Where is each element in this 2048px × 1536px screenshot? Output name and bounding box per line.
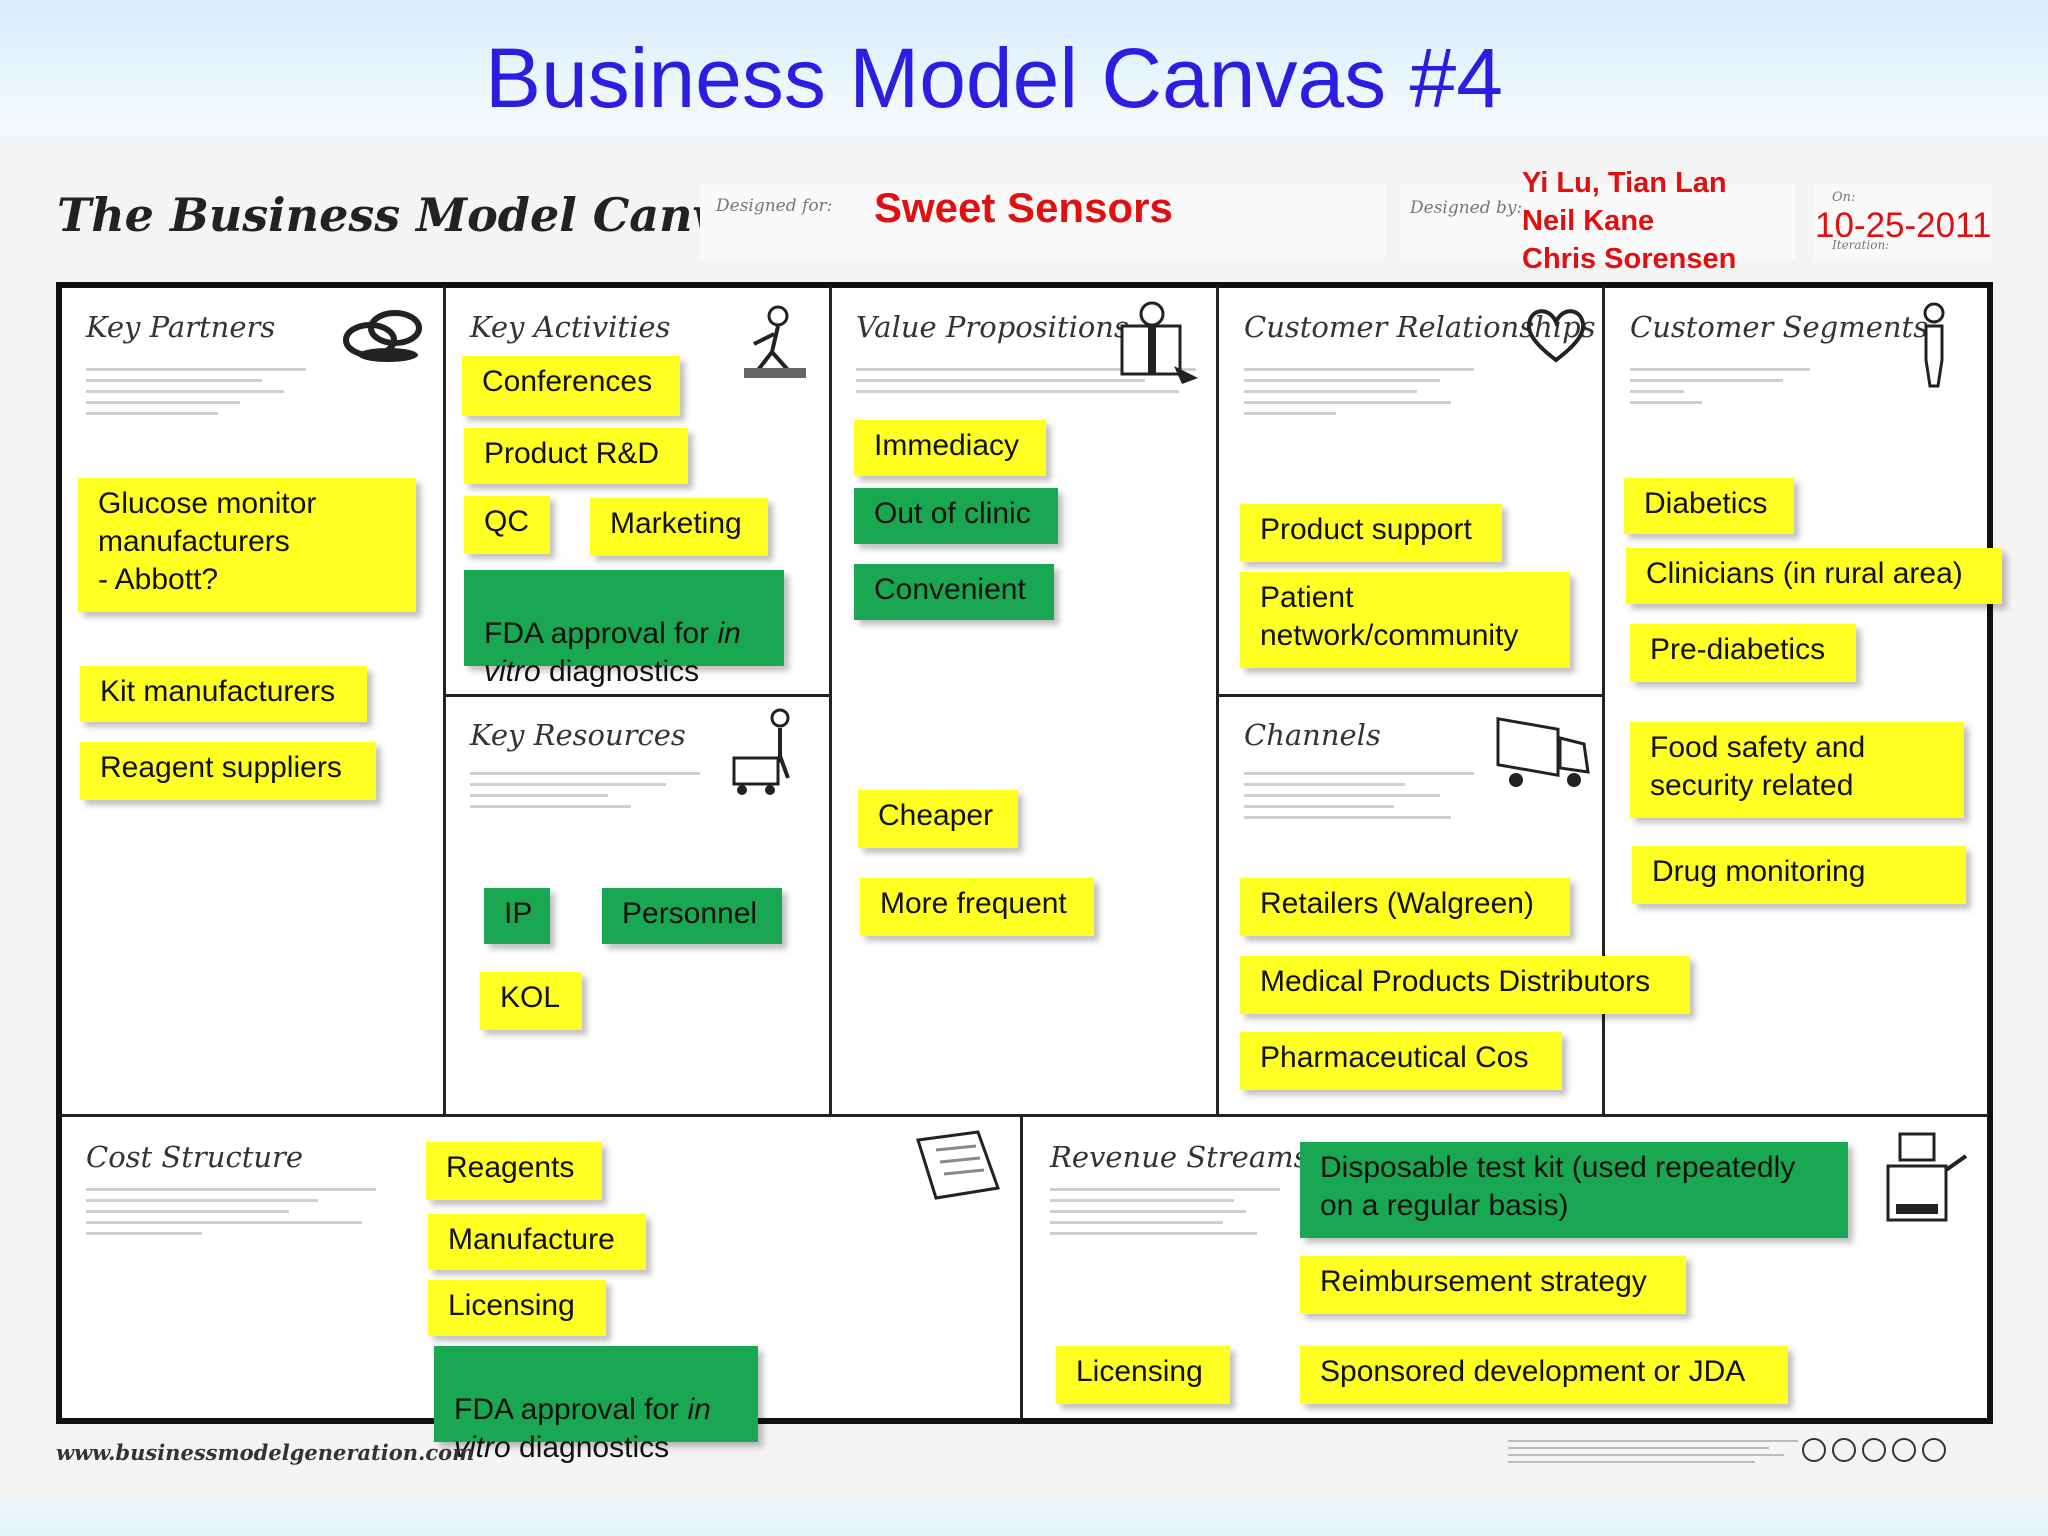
designed-by-value: Yi Lu, Tian Lan Neil Kane Chris Sorensen — [1522, 167, 1737, 275]
hint-lines — [1244, 368, 1474, 423]
note-conferences: Conferences — [462, 356, 680, 416]
footer-url: www.businessmodelgeneration.com — [56, 1440, 475, 1465]
key-activities-title: Key Activities — [470, 310, 671, 344]
worker-icon — [744, 305, 806, 378]
hint-lines — [1630, 368, 1810, 412]
hint-lines — [1244, 772, 1474, 827]
divider — [829, 286, 832, 1116]
divider — [60, 1114, 1989, 1117]
note-retailers: Retailers (Walgreen) — [1240, 878, 1570, 936]
note-reimbursement-strategy: Reimbursement strategy — [1300, 1256, 1686, 1314]
note-immediacy: Immediacy — [854, 420, 1046, 476]
revenue-streams-title: Revenue Streams — [1050, 1140, 1309, 1174]
note-fda-approval-cost: FDA approval for in vitro diagnostics — [434, 1346, 758, 1464]
note-more-frequent: More frequent — [860, 878, 1094, 936]
note-out-of-clinic: Out of clinic — [854, 488, 1058, 544]
designed-for-label: Designed for: — [716, 196, 833, 216]
note-kit-manufacturers: Kit manufacturers — [80, 666, 367, 722]
gift-icon — [1120, 301, 1198, 384]
note-glucose-monitor-manufacturers: Glucose monitor manufacturers - Abbott? — [78, 478, 416, 612]
cc-icon — [1802, 1438, 1826, 1462]
cost-structure-title: Cost Structure — [86, 1140, 304, 1174]
customer-relationships-title: Customer Relationships — [1244, 310, 1596, 344]
fda-italic-2: vitro — [454, 1431, 511, 1464]
fda-italic-2: vitro — [484, 655, 541, 688]
value-propositions-title: Value Propositions — [856, 310, 1129, 344]
note-drug-monitoring: Drug monitoring — [1632, 846, 1966, 904]
canvas-heading: The Business Model Canvas — [57, 188, 775, 242]
fda-italic: in — [687, 1393, 711, 1426]
fda-italic: in — [717, 617, 741, 650]
delivery-truck-icon — [1496, 716, 1590, 787]
note-reagent-suppliers: Reagent suppliers — [80, 742, 376, 800]
fda-prefix: FDA approval for — [454, 1393, 688, 1426]
note-ip: IP — [484, 888, 550, 944]
hint-lines — [856, 368, 1196, 401]
channels-title: Channels — [1244, 718, 1381, 752]
key-resources-title: Key Resources — [470, 718, 686, 752]
divider — [443, 286, 446, 1116]
forklift-icon — [732, 708, 790, 795]
designed-for-value: Sweet Sensors — [874, 184, 1173, 231]
note-licensing-revenue: Licensing — [1056, 1346, 1230, 1404]
person-icon — [1923, 302, 1945, 388]
cc-nc-icon — [1862, 1438, 1886, 1462]
note-kol: KOL — [480, 972, 582, 1030]
designed-by-box — [1400, 184, 1795, 260]
on-label: On: — [1832, 190, 1856, 205]
divider — [443, 694, 831, 697]
note-convenient: Convenient — [854, 564, 1054, 620]
key-partners-title: Key Partners — [86, 310, 276, 344]
iteration-label: Iteration: — [1832, 238, 1890, 252]
divider — [1602, 286, 1605, 1116]
creative-commons-icons — [1802, 1438, 1952, 1467]
note-medical-products-distributors: Medical Products Distributors — [1240, 956, 1690, 1014]
customer-segments-title: Customer Segments — [1630, 310, 1929, 344]
cc-by-icon — [1832, 1438, 1856, 1462]
note-reagents: Reagents — [426, 1142, 602, 1200]
note-clinicians: Clinicians (in rural area) — [1626, 548, 2002, 604]
date-value: 10-25-2011 — [1815, 206, 1992, 245]
note-product-support: Product support — [1240, 504, 1502, 562]
note-fda-approval-activities: FDA approval for in vitro diagnostics — [464, 570, 784, 688]
note-marketing: Marketing — [590, 498, 768, 556]
divider — [1020, 1116, 1023, 1418]
note-disposable-test-kit: Disposable test kit (used repeatedly on … — [1300, 1142, 1848, 1238]
fda-prefix: FDA approval for — [484, 617, 718, 650]
note-product-rnd: Product R&D — [464, 428, 688, 484]
license-fine-print — [1508, 1440, 1798, 1468]
hint-lines — [86, 368, 306, 423]
fda-rest: diagnostics — [540, 655, 700, 688]
note-manufacture: Manufacture — [428, 1214, 646, 1270]
note-personnel: Personnel — [602, 888, 782, 944]
note-pre-diabetics: Pre-diabetics — [1630, 624, 1856, 682]
note-sponsored-development: Sponsored development or JDA — [1300, 1346, 1788, 1404]
note-licensing-cost: Licensing — [428, 1280, 606, 1336]
note-cheaper: Cheaper — [858, 790, 1018, 848]
cc-sa-icon — [1892, 1438, 1916, 1462]
note-diabetics: Diabetics — [1624, 478, 1794, 534]
designed-by-label: Designed by: — [1410, 198, 1523, 218]
fda-rest: diagnostics — [510, 1431, 670, 1464]
note-food-safety: Food safety and security related — [1630, 722, 1964, 818]
hint-lines — [470, 772, 700, 816]
note-qc: QC — [464, 496, 550, 554]
heart-icon — [1526, 309, 1586, 363]
slide-title: Business Model Canvas #4 — [485, 31, 1503, 125]
date-box — [1814, 184, 1992, 260]
note-pharmaceutical-cos: Pharmaceutical Cos — [1240, 1032, 1562, 1090]
chain-links-icon — [343, 310, 422, 362]
note-patient-network: Patient network/community — [1240, 572, 1570, 668]
cc-info-icon — [1922, 1438, 1946, 1462]
hint-lines — [86, 1188, 376, 1243]
divider — [1216, 286, 1219, 1116]
price-tag-icon — [916, 1130, 1001, 1200]
divider — [1216, 694, 1604, 697]
cash-register-icon — [1886, 1132, 1968, 1222]
hint-lines — [1050, 1188, 1280, 1243]
designed-for-box — [700, 184, 1385, 260]
